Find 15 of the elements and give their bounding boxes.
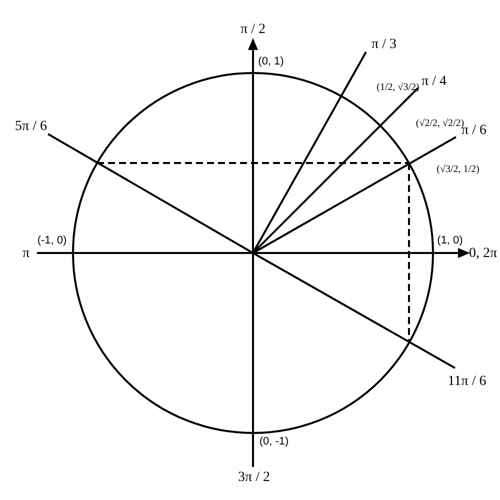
angle-label: π / 2	[240, 23, 266, 37]
angle-label: 11π / 6	[448, 375, 486, 389]
angle-label: π / 3	[372, 38, 396, 52]
coordinate-label: (1/2, √3/2)	[376, 83, 420, 93]
angle-label: π	[22, 247, 30, 261]
angle-label: 3π / 2	[238, 471, 270, 485]
angle-label: π / 4	[422, 75, 446, 89]
coordinate-label: (√2/2, √2/2)	[416, 119, 464, 129]
coordinate-label: (-1, 0)	[37, 236, 67, 246]
angle-label: 0, 2π	[468, 247, 498, 261]
coordinate-label: (0, -1)	[259, 436, 289, 448]
coordinate-label: (1, 0)	[437, 236, 463, 246]
coordinate-label: (√3/2, 1/2)	[436, 165, 480, 175]
angle-label: 5π / 6	[15, 120, 47, 134]
coordinate-label: (0, 1)	[258, 56, 284, 68]
